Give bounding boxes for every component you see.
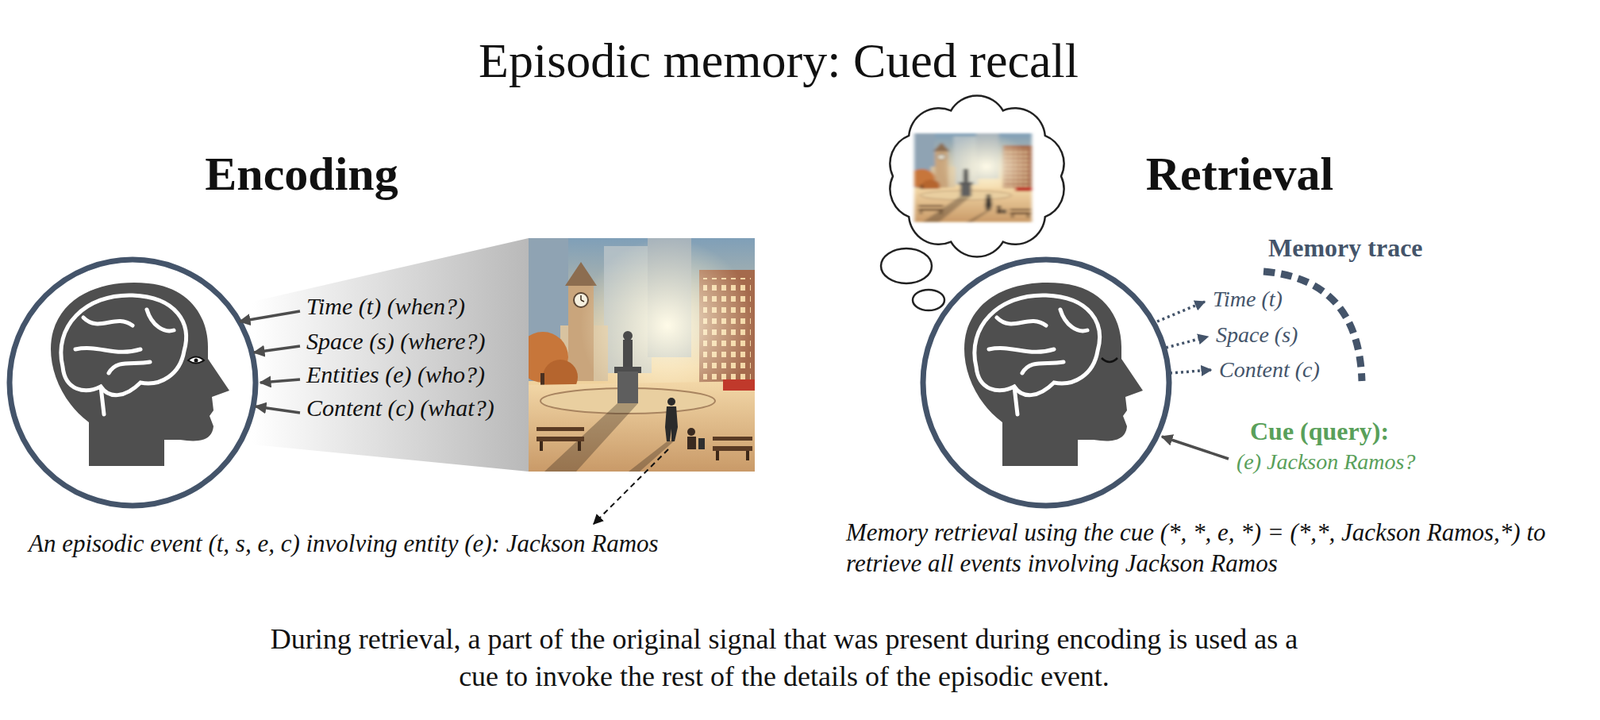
section-heading: Retrieval	[1146, 144, 1335, 204]
encoding-arrows	[239, 311, 300, 413]
cue-label: Cue (query):	[1250, 415, 1389, 447]
retrieval-arrows	[1157, 301, 1212, 374]
thought-bubble	[912, 289, 945, 311]
figure-title: Episodic memory: Cued recall	[478, 30, 1079, 93]
city-scene-image	[528, 238, 755, 472]
attribute-label: Content (c) (what?)	[306, 392, 495, 424]
attribute-label: Space (s)	[1215, 320, 1298, 349]
eye-open	[188, 357, 204, 364]
attention-cone	[252, 238, 529, 472]
attribute-label: Time (t) (when?)	[306, 291, 466, 322]
eye-pupil	[194, 358, 199, 363]
head-symbol	[923, 259, 1170, 506]
cue-arrow	[1161, 436, 1229, 459]
attribute-label: Entities (e) (who?)	[306, 359, 485, 390]
head-symbol	[9, 259, 256, 506]
section-heading: Encoding	[204, 144, 398, 204]
thought-bubble	[880, 248, 932, 284]
thought-cloud	[889, 95, 1064, 257]
event-note: An episodic event (t, s, e, c) involving…	[28, 528, 659, 560]
attribute-label: Content (c)	[1219, 355, 1320, 384]
cue-value: (e) Jackson Ramos?	[1236, 447, 1416, 476]
retrieval-note: Memory retrieval using the cue (*, *, e,…	[846, 517, 1561, 580]
trace-label: Memory trace	[1268, 231, 1424, 264]
eye-closed	[1101, 357, 1118, 362]
leader-line	[593, 449, 669, 524]
attribute-label: Time (t)	[1212, 284, 1283, 313]
blurred-memory-image	[908, 133, 1032, 223]
attribute-label: Space (s) (where?)	[306, 326, 485, 357]
figure-caption: During retrieval, a part of the original…	[252, 620, 1316, 696]
